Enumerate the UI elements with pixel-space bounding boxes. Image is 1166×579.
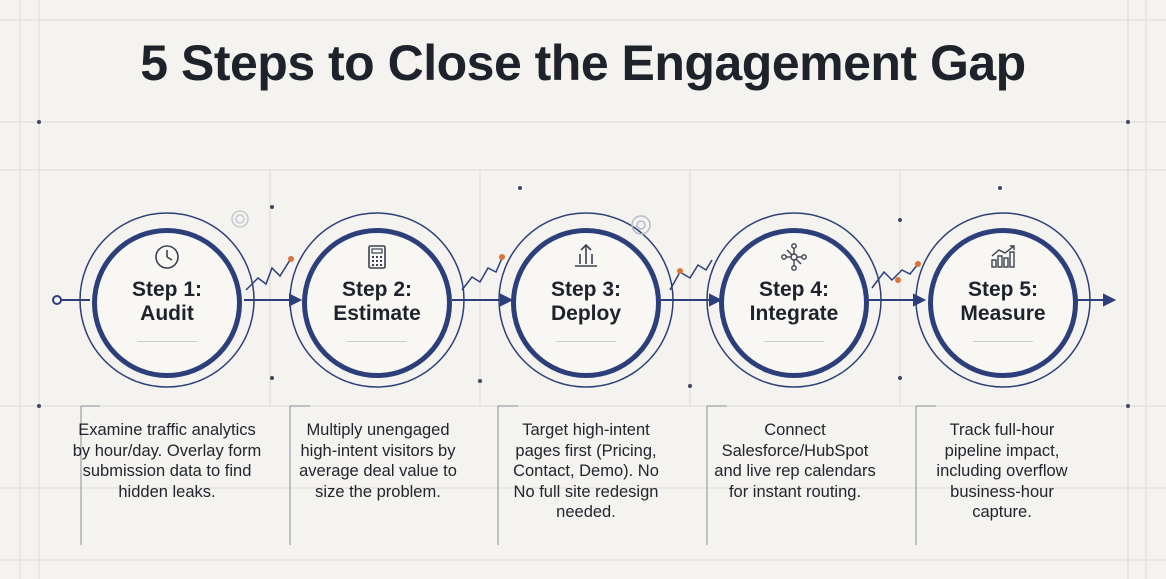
step-name: Estimate	[333, 302, 421, 325]
step-name: Audit	[140, 302, 194, 325]
step-name: Deploy	[550, 302, 621, 325]
gear-icon	[231, 210, 249, 228]
step-4-node: Step 4: Integrate	[719, 228, 869, 378]
step-5-node: Step 5: Measure	[928, 228, 1078, 378]
step-1-description: Examine traffic analytics by hour/day. O…	[72, 421, 262, 501]
flow-start-node	[52, 295, 62, 305]
trend-sparkline	[871, 263, 919, 289]
network-icon	[781, 243, 807, 271]
step-2-description: Multiply unengaged high-intent visitors …	[299, 421, 457, 501]
growth-chart-icon	[991, 245, 1015, 268]
step-number: Step 3:	[550, 278, 621, 301]
step-ring	[289, 212, 465, 388]
step-circle	[928, 228, 1078, 378]
gear-icon	[631, 215, 651, 235]
step-number: Step 1:	[131, 278, 202, 301]
step-3-description: Target high-intent pages first (Pricing,…	[513, 421, 659, 521]
step-number: Step 2:	[341, 278, 412, 301]
accent-dot	[915, 261, 921, 267]
clock-icon	[155, 245, 179, 269]
step-1-node: Step 1: Audit	[92, 228, 242, 378]
step-name: Measure	[960, 302, 1046, 325]
page-title: 5 Steps to Close the Engagement Gap	[140, 35, 1026, 91]
trend-sparkline	[461, 257, 503, 291]
accent-dot	[677, 268, 683, 274]
divider	[347, 341, 407, 342]
divider	[973, 341, 1033, 342]
deploy-icon	[575, 243, 597, 267]
step-3-node: Step 3: Deploy	[511, 228, 661, 378]
divider	[764, 341, 824, 342]
step-ring	[79, 212, 255, 388]
step-ring	[915, 212, 1091, 388]
step-ring	[498, 212, 674, 388]
step-ring	[706, 212, 882, 388]
trend-sparkline	[245, 259, 291, 291]
divider	[137, 341, 197, 342]
calculator-icon	[368, 245, 386, 269]
accent-dot	[499, 254, 505, 260]
trend-sparkline	[669, 259, 713, 291]
step-number: Step 5:	[967, 278, 1038, 301]
step-name: Integrate	[749, 302, 839, 325]
step-5-description: Track full-hour pipeline impact, includi…	[936, 421, 1068, 521]
step-4-description: Connect Salesforce/HubSpot and live rep …	[714, 421, 876, 501]
divider	[556, 341, 616, 342]
accent-dot	[288, 256, 294, 262]
step-number: Step 4:	[758, 278, 829, 301]
step-2-node: Step 2: Estimate	[302, 228, 452, 378]
accent-dot	[895, 277, 901, 283]
